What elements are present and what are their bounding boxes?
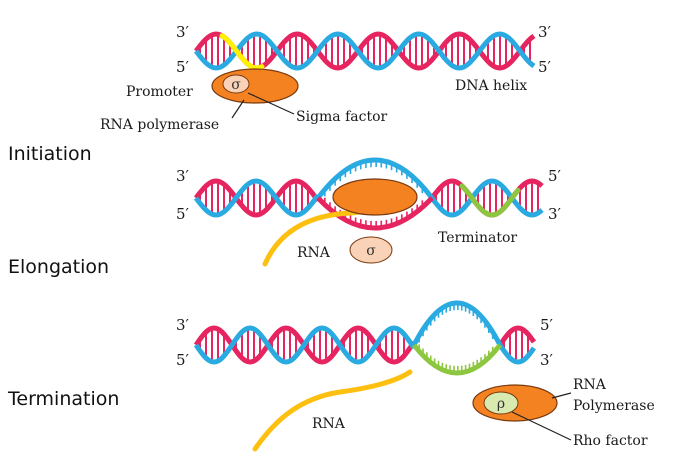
bubble-bottom-strand bbox=[412, 343, 502, 376]
five-prime-end-right-3: 5′ bbox=[540, 316, 554, 334]
three-prime-end-left-2: 3′ bbox=[176, 167, 190, 185]
five-prime-end-right-2: 5′ bbox=[548, 167, 562, 185]
three-prime-end-right-3: 3′ bbox=[540, 351, 554, 369]
dna-strand-blue bbox=[193, 325, 417, 365]
bubble-top-strand bbox=[411, 300, 503, 347]
pointer-rna-polymerase-termination bbox=[551, 392, 572, 399]
pointer-rna-polymerase bbox=[231, 99, 245, 119]
sigma-factor-initiation bbox=[222, 74, 250, 94]
rho-symbol: ρ bbox=[497, 396, 505, 412]
sigma-symbol-released: σ bbox=[366, 243, 376, 259]
pointer-rho-factor bbox=[511, 411, 572, 441]
three-prime-end-right-1: 3′ bbox=[538, 23, 552, 41]
five-prime-end-left-2: 5′ bbox=[176, 205, 190, 223]
rna-polymerase-label: RNA polymerase bbox=[100, 117, 219, 133]
dna-strand-red bbox=[497, 325, 537, 347]
rho-factor-label: Rho factor bbox=[573, 433, 648, 449]
sigma-factor-released bbox=[349, 236, 393, 264]
dna-helix-label: DNA helix bbox=[455, 78, 527, 94]
sigma-symbol-initiation: σ bbox=[231, 77, 241, 93]
rho-factor bbox=[483, 391, 519, 415]
dna-helix-termination bbox=[193, 325, 537, 365]
dna-strand-blue bbox=[497, 343, 537, 365]
open-terminator-bubble bbox=[411, 300, 503, 376]
dna-strand-red bbox=[193, 178, 321, 218]
five-prime-end-left-1: 5′ bbox=[176, 58, 190, 76]
rna-polymerase-label-line1: RNA bbox=[573, 377, 607, 393]
panel-termination: ρ 3′ 5′ 5′ 3′ RNA RNA Polymerase Rho fac… bbox=[176, 300, 655, 452]
three-prime-end-left-3: 3′ bbox=[176, 316, 190, 334]
five-prime-end-right-1: 5′ bbox=[538, 58, 552, 76]
dna-strand-blue bbox=[194, 31, 536, 71]
dna-strand-blue bbox=[429, 178, 544, 218]
rna-strand-released bbox=[252, 369, 413, 452]
terminator-label: Terminator bbox=[438, 230, 517, 246]
transcription-bubble bbox=[316, 157, 434, 231]
stage-label-elongation: Elongation bbox=[8, 256, 109, 278]
promoter-region bbox=[219, 33, 265, 71]
pointer-sigma-factor bbox=[247, 92, 295, 115]
panel-initiation: σ 3′ 5′ 3′ 5′ Promoter DNA helix RNA pol… bbox=[100, 23, 552, 133]
stage-label-termination: Termination bbox=[7, 388, 119, 410]
rna-polymerase-label-line2: Polymerase bbox=[573, 398, 655, 414]
bubble-bottom-strand bbox=[316, 196, 434, 231]
rna-label-termination: RNA bbox=[312, 416, 346, 432]
stage-label-initiation: Initiation bbox=[8, 143, 92, 165]
rna-polymerase-elongation bbox=[332, 178, 418, 216]
dna-strand-blue bbox=[193, 178, 321, 218]
five-prime-end-left-3: 5′ bbox=[176, 351, 190, 369]
three-prime-end-right-2: 3′ bbox=[548, 205, 562, 223]
three-prime-end-left-1: 3′ bbox=[176, 23, 190, 41]
sigma-factor-label: Sigma factor bbox=[296, 109, 388, 125]
panel-elongation: σ 3′ 5′ 5′ 3′ RNA Terminator bbox=[176, 157, 562, 267]
bubble-top-strand bbox=[316, 157, 434, 200]
terminator-region bbox=[459, 183, 521, 218]
promoter-label: Promoter bbox=[126, 84, 193, 100]
rna-label-elongation: RNA bbox=[297, 245, 331, 261]
